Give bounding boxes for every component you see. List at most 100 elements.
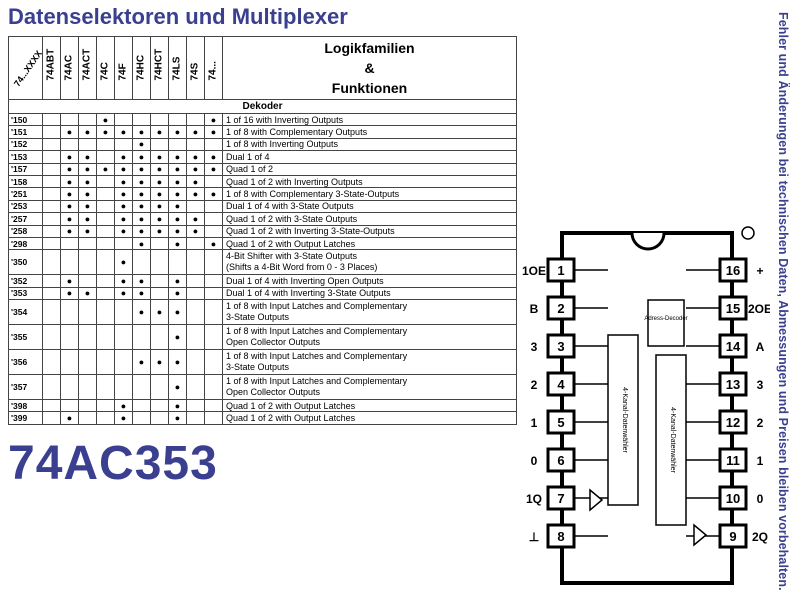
family-label: 74ABT bbox=[45, 48, 57, 81]
function-description: 1 of 8 with Input Latches and Complement… bbox=[222, 324, 517, 351]
availability-empty bbox=[96, 199, 115, 214]
availability-empty bbox=[96, 174, 115, 189]
availability-empty bbox=[186, 286, 205, 301]
function-description: Dual 1 of 4 bbox=[222, 150, 517, 164]
availability-dot: ● bbox=[204, 187, 223, 201]
availability-dot: ● bbox=[168, 374, 187, 401]
pin-label: 2Q bbox=[752, 530, 768, 544]
data-selector-right-label: 4-Kanal-Datenwähler bbox=[669, 407, 676, 473]
availability-dot: ● bbox=[114, 274, 133, 288]
availability-empty bbox=[204, 137, 223, 152]
function-header: Logikfamilien&Funktionen bbox=[222, 36, 517, 100]
availability-empty bbox=[60, 137, 79, 152]
availability-empty bbox=[204, 199, 223, 214]
table-row: '153●●●●●●●●Dual 1 of 4 bbox=[8, 150, 517, 164]
pin-label: A bbox=[756, 340, 765, 354]
table-row: '298●●●Quad 1 of 2 with Output Latches bbox=[8, 236, 517, 251]
pin-label: 1 bbox=[757, 454, 764, 468]
table-row: '352●●●●Dual 1 of 4 with Inverting Open … bbox=[8, 274, 517, 288]
part-code: '152 bbox=[8, 137, 43, 152]
availability-dot: ● bbox=[204, 236, 223, 251]
availability-empty bbox=[204, 274, 223, 288]
function-header-line: Logikfamilien bbox=[324, 40, 415, 56]
availability-empty bbox=[186, 249, 205, 276]
availability-dot: ● bbox=[168, 187, 187, 201]
function-description: Quad 1 of 2 with Output Latches bbox=[222, 236, 517, 251]
part-code: '158 bbox=[8, 174, 43, 189]
availability-empty bbox=[114, 349, 133, 376]
family-label: 74... bbox=[207, 61, 219, 81]
availability-empty bbox=[186, 349, 205, 376]
availability-dot: ● bbox=[114, 249, 133, 276]
availability-empty bbox=[60, 236, 79, 251]
availability-empty bbox=[96, 212, 115, 226]
function-description: Quad 1 of 2 with Output Latches bbox=[222, 411, 517, 425]
availability-empty bbox=[132, 411, 151, 425]
availability-empty bbox=[96, 299, 115, 326]
availability-dot: ● bbox=[204, 162, 223, 176]
availability-empty bbox=[42, 199, 61, 214]
pin-label: 2 bbox=[531, 378, 538, 392]
data-selector-right bbox=[655, 354, 687, 526]
section-row: Dekoder bbox=[8, 99, 517, 114]
availability-empty bbox=[78, 411, 97, 425]
availability-dot: ● bbox=[150, 150, 169, 164]
availability-empty bbox=[150, 137, 169, 152]
part-code: '399 bbox=[8, 411, 43, 425]
availability-dot: ● bbox=[204, 150, 223, 164]
availability-dot: ● bbox=[114, 286, 133, 301]
availability-empty bbox=[204, 286, 223, 301]
availability-dot: ● bbox=[150, 174, 169, 189]
table-row: '356●●●1 of 8 with Input Latches and Com… bbox=[8, 349, 517, 376]
availability-empty bbox=[114, 374, 133, 401]
availability-dot: ● bbox=[168, 324, 187, 351]
part-code: '354 bbox=[8, 299, 43, 326]
availability-empty bbox=[204, 411, 223, 425]
availability-dot: ● bbox=[78, 224, 97, 238]
availability-empty bbox=[96, 236, 115, 251]
availability-dot: ● bbox=[60, 187, 79, 201]
availability-empty bbox=[114, 299, 133, 326]
availability-dot: ● bbox=[186, 174, 205, 189]
availability-empty bbox=[96, 324, 115, 351]
availability-empty bbox=[186, 299, 205, 326]
availability-dot: ● bbox=[132, 349, 151, 376]
availability-empty bbox=[60, 112, 79, 127]
pin-label: 1 bbox=[531, 416, 538, 430]
availability-empty bbox=[168, 112, 187, 127]
table-row: '354●●●1 of 8 with Input Latches and Com… bbox=[8, 299, 517, 326]
pin-number: 3 bbox=[557, 339, 564, 354]
part-code: '253 bbox=[8, 199, 43, 214]
availability-empty bbox=[204, 174, 223, 189]
pin-label: B bbox=[530, 302, 539, 316]
table-row: '350●4-Bit Shifter with 3-State Outputs(… bbox=[8, 249, 517, 276]
family-label: 74HC bbox=[135, 54, 147, 81]
availability-dot: ● bbox=[60, 274, 79, 288]
availability-empty bbox=[204, 212, 223, 226]
function-description: Dual 1 of 4 with 3-State Outputs bbox=[222, 199, 517, 214]
part-code: '398 bbox=[8, 399, 43, 413]
function-description: Dual 1 of 4 with Inverting Open Outputs bbox=[222, 274, 517, 288]
availability-empty bbox=[96, 150, 115, 164]
disclaimer-text: Fehler und Änderungen bei technischen Da… bbox=[776, 12, 790, 591]
availability-dot: ● bbox=[132, 212, 151, 226]
function-description: Quad 1 of 2 with 3-State Outputs bbox=[222, 212, 517, 226]
output-buffer-right bbox=[693, 523, 708, 547]
family-header: 74HC bbox=[132, 36, 151, 100]
part-code: '298 bbox=[8, 236, 43, 251]
function-description: 1 of 8 with Input Latches and Complement… bbox=[222, 299, 517, 326]
table-row: '353●●●●●Dual 1 of 4 with Inverting 3-St… bbox=[8, 286, 517, 301]
availability-empty bbox=[204, 324, 223, 351]
availability-empty bbox=[42, 411, 61, 425]
family-label: 74S bbox=[189, 62, 201, 81]
availability-dot: ● bbox=[186, 162, 205, 176]
function-description: Quad 1 of 2 with Inverting 3-State-Outpu… bbox=[222, 224, 517, 238]
availability-empty bbox=[96, 349, 115, 376]
availability-dot: ● bbox=[168, 212, 187, 226]
availability-empty bbox=[150, 374, 169, 401]
data-selector-left-label: 4-Kanal-Datenwähler bbox=[621, 387, 628, 453]
availability-dot: ● bbox=[60, 212, 79, 226]
availability-empty bbox=[42, 162, 61, 176]
